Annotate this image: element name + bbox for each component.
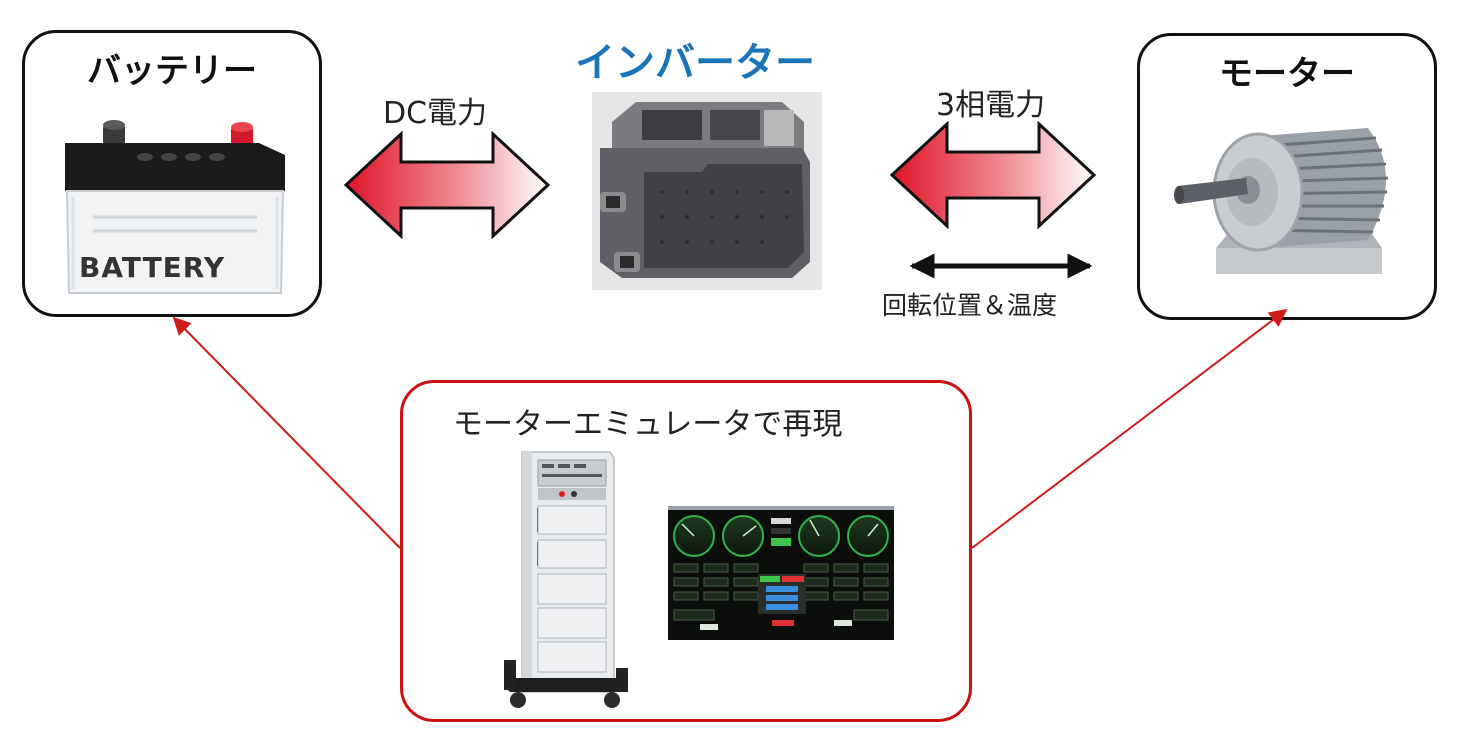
dc-power-arrow (343, 130, 551, 240)
feedback-label: 回転位置＆温度 (882, 291, 1058, 320)
emulator-label: モーターエミュレータで再現 (453, 407, 843, 442)
feedback-arrow (909, 253, 1093, 279)
battery-body-label: BATTERY (79, 251, 226, 284)
motor-title: モーター (1219, 54, 1355, 94)
battery-title: バッテリー (87, 51, 257, 91)
battery-box: バッテリー BATTERY (22, 30, 322, 317)
emulator-control-screen (668, 506, 894, 640)
emulator-to-motor-link (971, 308, 1288, 549)
motor-illustration (1174, 128, 1389, 274)
dc-power-label: DC電力 (383, 96, 488, 131)
motor-box: モーター (1137, 33, 1437, 320)
emulator-rack (504, 451, 628, 708)
three-phase-power-arrow (889, 120, 1097, 230)
inverter-photo (592, 92, 822, 290)
three-phase-power-label: 3相電力 (936, 88, 1046, 123)
inverter-title: インバーター (575, 40, 815, 86)
battery-illustration (65, 120, 285, 294)
